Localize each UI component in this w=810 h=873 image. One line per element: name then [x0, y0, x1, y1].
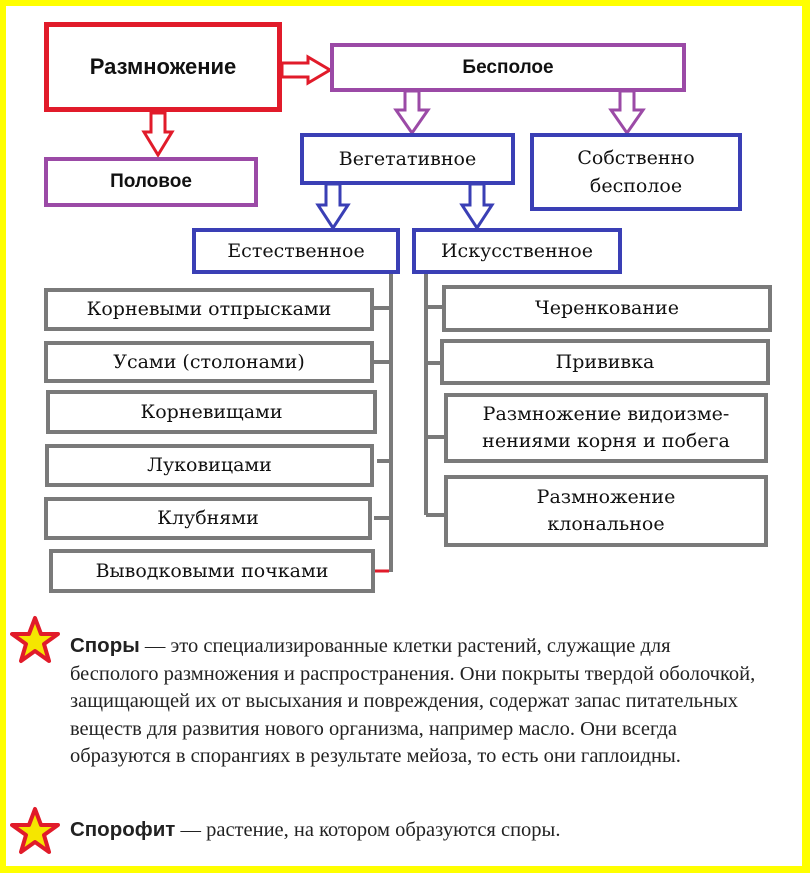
- artificial-item-label: Размножение видоизме- нениями корня и по…: [482, 403, 730, 452]
- note-text: — это специализированные клетки растений…: [70, 635, 756, 767]
- natural-item: Луковицами: [45, 444, 374, 487]
- arrow-root-to-asexual: [280, 54, 333, 86]
- arrow-asexual-to-vegetative: [393, 89, 431, 136]
- natural-item-label: Выводковыми почками: [95, 559, 329, 582]
- node-asexual-label: Бесполое: [462, 56, 554, 78]
- arrow-vegetative-to-natural: [315, 182, 351, 231]
- artificial-item: Черенкование: [442, 285, 772, 332]
- note-sporophyte: Спорофит — растение, на котором образуют…: [70, 816, 760, 845]
- natural-item-label: Клубнями: [157, 507, 259, 529]
- artificial-item: Размножение видоизме- нениями корня и по…: [444, 393, 768, 463]
- natural-item: Корневыми отпрысками: [44, 288, 374, 331]
- star-icon: [10, 616, 60, 663]
- arrow-root-to-sexual: [141, 111, 175, 158]
- artificial-item: Размножение клональное: [444, 475, 768, 547]
- artificial-bracket: [424, 272, 446, 517]
- star-icon: [10, 807, 60, 854]
- natural-item: Клубнями: [44, 497, 372, 540]
- node-vegetative-label: Вегетативное: [338, 148, 477, 170]
- natural-bracket: [374, 272, 393, 572]
- artificial-item: Прививка: [440, 339, 770, 385]
- node-artificial: Искусственное: [412, 228, 622, 274]
- node-sexual: Половое: [44, 157, 258, 207]
- node-vegetative: Вегетативное: [300, 133, 515, 185]
- node-proper-asexual-label: Собственно бесполое: [577, 147, 695, 197]
- note-spores: Споры — это специализированные клетки ра…: [70, 632, 760, 771]
- node-sexual-label: Половое: [110, 171, 192, 192]
- natural-item-label: Усами (столонами): [113, 350, 305, 373]
- natural-item: Корневищами: [46, 390, 377, 434]
- node-asexual: Бесполое: [330, 43, 686, 92]
- arrow-vegetative-to-artificial: [459, 182, 495, 231]
- natural-item: Выводковыми почками: [49, 549, 375, 593]
- node-root: Размножение: [44, 22, 282, 112]
- natural-item-label: Корневищами: [140, 400, 283, 423]
- natural-item-label: Луковицами: [147, 454, 272, 476]
- node-proper-asexual: Собственно бесполое: [530, 133, 742, 211]
- note-text: — растение, на котором образуются споры.: [175, 819, 561, 841]
- artificial-item-label: Размножение клональное: [536, 486, 676, 535]
- arrow-asexual-to-proper: [608, 89, 646, 136]
- note-term: Споры: [70, 634, 140, 657]
- node-natural: Естественное: [192, 228, 400, 274]
- natural-item: Усами (столонами): [44, 341, 374, 383]
- node-artificial-label: Искусственное: [440, 240, 593, 262]
- node-root-label: Размножение: [89, 54, 237, 79]
- note-term: Спорофит: [70, 818, 176, 841]
- node-natural-label: Естественное: [227, 240, 365, 262]
- natural-item-label: Корневыми отпрысками: [86, 298, 332, 320]
- artificial-item-label: Черенкование: [535, 297, 679, 319]
- artificial-item-label: Прививка: [555, 350, 655, 373]
